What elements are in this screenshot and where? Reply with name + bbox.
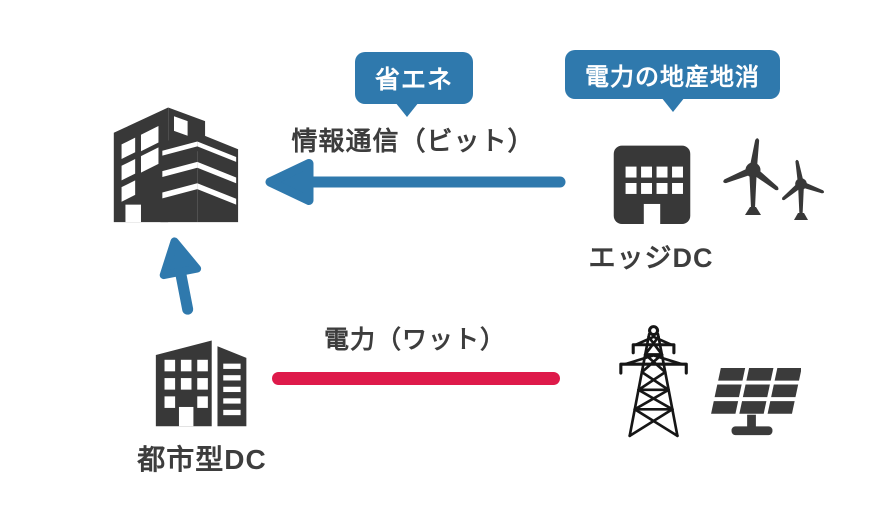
badge-tail	[660, 97, 685, 112]
transmission-tower-icon	[619, 325, 688, 438]
watts-flow-label: 電力（ワット）	[323, 326, 506, 354]
power-arrow-up-icon	[159, 237, 202, 315]
badge-tail	[395, 102, 419, 117]
solar-panel-icon	[711, 367, 801, 436]
urban-dc-label: 都市型DC	[137, 444, 267, 475]
bits-arrow-left-icon	[265, 159, 566, 205]
twin-buildings-icon	[155, 340, 247, 427]
wind-turbines-icon	[723, 138, 825, 220]
office-building-icon	[613, 145, 691, 224]
local-power-badge-label: 電力の地産地消	[585, 64, 760, 91]
energy-saving-badge: 省エネ	[355, 52, 473, 117]
bits-flow-label: 情報通信（ビット）	[291, 126, 535, 156]
edge-dc-label: エッジDC	[588, 243, 714, 273]
local-power-badge: 電力の地産地消	[565, 50, 780, 112]
watts-power-line	[272, 372, 560, 385]
energy-saving-badge-label: 省エネ	[374, 66, 453, 94]
city-building-icon	[113, 107, 239, 223]
